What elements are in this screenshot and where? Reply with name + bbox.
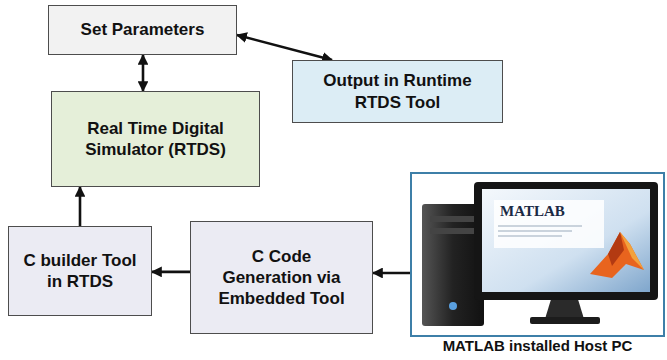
arrow-connector xyxy=(79,187,82,226)
arrow-connector xyxy=(373,272,410,275)
process-box: Output in Runtime RTDS Tool xyxy=(292,60,503,123)
process-box: C builder Tool in RTDS xyxy=(8,226,152,316)
arrow-connector xyxy=(237,35,332,60)
computer-illustration xyxy=(412,174,663,335)
host-pc-panel: MATLAB installed Host PCMATLAB xyxy=(410,172,665,337)
arrow-connector xyxy=(142,55,145,91)
node-label: Real Time Digital Simulator (RTDS) xyxy=(57,118,254,161)
node-caption: MATLAB installed Host PC xyxy=(412,337,663,354)
node-label: C builder Tool in RTDS xyxy=(14,250,146,293)
node-label: Output in Runtime RTDS Tool xyxy=(297,70,499,113)
screen-logo-text: MATLAB xyxy=(500,203,565,220)
node-label: C Code Generation via Embedded Tool xyxy=(201,246,363,310)
process-box: C Code Generation via Embedded Tool xyxy=(190,221,373,334)
node-label: Set Parameters xyxy=(75,19,211,40)
process-box: Real Time Digital Simulator (RTDS) xyxy=(51,91,260,187)
process-box: Set Parameters xyxy=(48,5,237,55)
arrow-connector xyxy=(152,271,190,274)
